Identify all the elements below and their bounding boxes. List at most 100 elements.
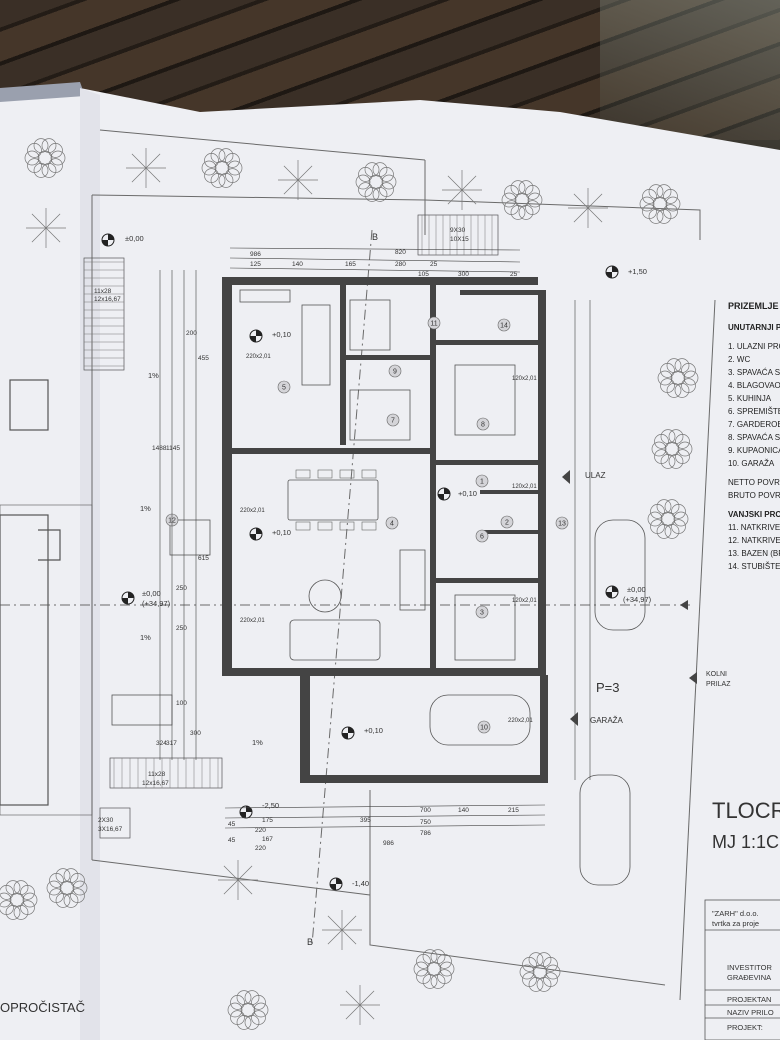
- slope-label-1: 1%: [148, 371, 159, 380]
- level-label-hall: +0,10: [458, 489, 477, 498]
- palm-icon: [126, 148, 166, 188]
- level-marker-icon: [437, 487, 451, 501]
- stair-label-3b: 3X16,67: [98, 826, 123, 833]
- shrub-icon: [639, 184, 681, 224]
- car-parking: [594, 519, 646, 631]
- level-label-000: ±0,00: [125, 234, 144, 243]
- level-marker-icon: [249, 527, 263, 541]
- palm-icon: [568, 188, 608, 228]
- palm-icon: [218, 860, 258, 900]
- title-company: "ZARH" d.o.o.: [712, 909, 759, 918]
- stair-label-1b: 12x16,67: [94, 296, 121, 303]
- level-label-150: +1,50: [628, 267, 647, 276]
- title-investitor: INVESTITOR: [727, 963, 772, 972]
- dining-chair: [295, 469, 311, 479]
- wall-wc: [480, 490, 540, 494]
- dim-top-7: 105: [418, 271, 429, 278]
- plot-boundary-bottom: [91, 859, 371, 896]
- wall-bath: [340, 285, 346, 445]
- dim-top-line-1: [229, 247, 521, 251]
- room-dim-4a: 220x2,01: [240, 508, 265, 514]
- dim-bot-11: 167: [262, 836, 273, 843]
- sofa: [289, 619, 381, 661]
- legend-outdoor-title: VANJSKI PRO: [728, 510, 780, 519]
- dim-left-0: 1488: [152, 445, 167, 452]
- dim-left-9: 317: [166, 740, 177, 747]
- shrub-icon: [0, 880, 38, 920]
- legend-outdoor-item: 11. NATKRIVE: [728, 523, 780, 532]
- legend-item: 6. SPREMIŠTE: [728, 407, 780, 416]
- legend-outdoor-item: 14. STUBIŠTE: [728, 562, 780, 571]
- level-label-garage: +0,10: [364, 726, 383, 735]
- dim-top-3: 140: [292, 261, 303, 268]
- level-label-minus250: -2,50: [262, 801, 279, 810]
- dining-chair: [295, 521, 311, 531]
- dim-top-2: 125: [250, 261, 261, 268]
- legend-brutto: BRUTO POVRŠ: [728, 491, 780, 500]
- room-number: 13: [558, 521, 566, 528]
- dim-left-2: 455: [198, 355, 209, 362]
- paper-fold: [80, 88, 100, 1040]
- dining-chair: [317, 469, 333, 479]
- house-wall-left: [222, 277, 232, 675]
- room-number: 14: [500, 323, 508, 330]
- garage-label: GARAŽA: [590, 716, 624, 725]
- room-number: 6: [480, 534, 484, 541]
- wall-bed3: [436, 578, 540, 583]
- house-wall-bottom: [222, 668, 546, 676]
- room-number: 3: [480, 610, 484, 617]
- coffee-table: [308, 579, 342, 613]
- garden-element: [9, 379, 49, 431]
- room-dim-4b: 220x2,01: [240, 618, 265, 624]
- title-gradevina: GRAĐEVINA: [727, 973, 771, 982]
- level-label-living: +0,10: [272, 528, 291, 537]
- wall-bed1: [436, 340, 540, 345]
- palm-icon: [278, 160, 318, 200]
- dim-top-8: 300: [458, 271, 469, 278]
- kitchen-island: [301, 304, 331, 386]
- dining-table: [287, 479, 379, 521]
- dim-bot-7: 45: [228, 821, 236, 828]
- room-number: 9: [393, 369, 397, 376]
- level-label-kitchen: +0,10: [272, 330, 291, 339]
- level-marker-icon: [101, 233, 115, 247]
- room-number: 4: [390, 521, 394, 528]
- section-mark-bottom: B: [307, 937, 313, 947]
- entrance-label: ULAZ: [585, 471, 606, 480]
- room-number-circle: [388, 364, 402, 378]
- stair-top-right: [417, 214, 499, 256]
- level-marker-icon: [341, 726, 355, 740]
- dining-chair: [339, 521, 355, 531]
- drawing-scale: MJ 1:1C: [712, 832, 779, 852]
- dim-top-1: 820: [395, 249, 406, 256]
- bath-tub: [349, 299, 391, 351]
- dining-chair: [317, 521, 333, 531]
- shrub-icon: [355, 162, 397, 202]
- legend-item: 5. KUHINJA: [728, 394, 772, 403]
- parking-label: P=3: [596, 680, 620, 695]
- dim-bot-1: 140: [458, 807, 469, 814]
- paper-sheet: [0, 88, 780, 1040]
- level-label-drive: ±0,00: [627, 585, 646, 594]
- swimming-pool: [0, 514, 49, 806]
- garage-arrow: [570, 712, 578, 726]
- room-number: 5: [282, 385, 286, 392]
- stair-label-2: 11x28: [148, 771, 166, 778]
- title-company-sub: tvrtka za proje: [712, 919, 759, 928]
- plot-boundary-top: [91, 194, 701, 240]
- legend-outdoor-item: 13. BAZEN (BR: [728, 549, 780, 558]
- room-dim-8: 120x2,01: [512, 376, 537, 382]
- dim-top-6: 25: [430, 261, 438, 268]
- shrub-icon: [501, 180, 543, 220]
- dim-bot-5: 986: [383, 840, 394, 847]
- dim-top-line-3: [229, 267, 521, 273]
- room-number-circle: [555, 516, 569, 530]
- shrub-icon: [647, 499, 689, 539]
- slope-label-3: 1%: [140, 633, 151, 642]
- pool-terrace: [0, 504, 93, 816]
- room-dim-5: 220x2,01: [246, 354, 271, 360]
- stair-bottom-small: [99, 807, 131, 839]
- dim-left-4: 615: [198, 555, 209, 562]
- shrub-icon: [413, 949, 455, 989]
- dining-chair: [361, 521, 377, 531]
